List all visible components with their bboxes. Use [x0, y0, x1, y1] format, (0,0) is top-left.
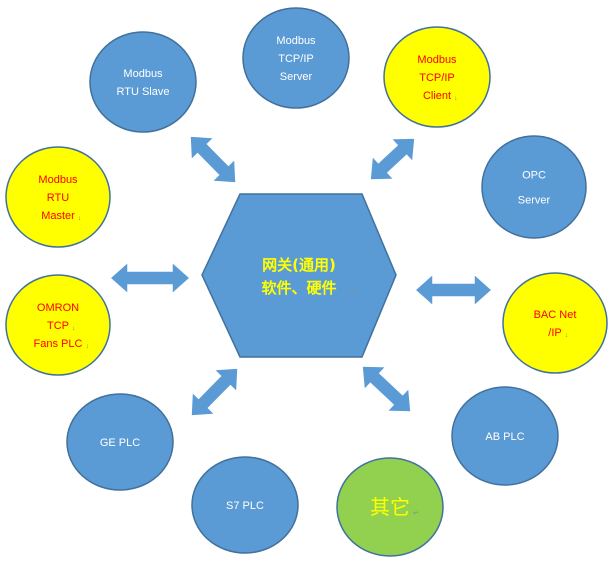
node-label-line: TCP/IP	[278, 53, 313, 65]
node-label-line: Modbus	[38, 174, 78, 186]
arrow-left	[108, 260, 192, 296]
gateway-subtitle: 软件、硬件	[261, 279, 336, 297]
node-circle	[502, 272, 608, 374]
node-circle	[5, 146, 111, 248]
node-circle	[451, 386, 559, 486]
node-label-line: Modbus	[417, 54, 457, 66]
node-opc-server: OPC Server	[481, 135, 587, 239]
node-bacnet-ip: BAC Net/IP ↓	[502, 272, 608, 374]
node-label-line: Master	[41, 210, 75, 222]
node-other: 其它↵	[336, 457, 444, 557]
node-ge-plc: GE PLC	[66, 393, 174, 491]
node-label-line: S7 PLC	[226, 500, 264, 512]
node-circle	[66, 393, 174, 491]
node-label-line: Server	[518, 195, 551, 207]
paragraph-mark: ↓	[72, 325, 76, 332]
node-label-line: OMRON	[37, 302, 79, 314]
node-label-line: AB PLC	[485, 431, 524, 443]
paragraph-mark: ↓	[85, 343, 89, 350]
paragraph-mark: ↓	[78, 215, 82, 222]
gateway-title: 网关(通用)	[262, 256, 336, 274]
arrow-right	[413, 272, 494, 308]
paragraph-mark: ↵	[413, 510, 419, 517]
paragraph-mark: ↓	[454, 95, 458, 102]
gateway-hexagon	[201, 193, 397, 358]
node-label-line: BAC Net	[534, 309, 577, 321]
paragraph-mark: ↵	[350, 289, 356, 296]
node-label-line: GE PLC	[100, 437, 140, 449]
node-ab-plc: AB PLC	[451, 386, 559, 486]
arrow-rtu-slave	[189, 135, 237, 184]
node-circle	[191, 456, 299, 554]
node-label-line: Client	[423, 90, 451, 102]
node-label-line: RTU	[47, 192, 69, 204]
node-label-line: Modbus	[276, 35, 316, 47]
node-label-line: /IP	[548, 327, 561, 339]
arrow-ab-plc	[361, 365, 412, 413]
node-circle	[5, 274, 111, 376]
node-label-line: RTU Slave	[117, 86, 170, 98]
node-label-line: Modbus	[123, 68, 163, 80]
node-label-line: TCP/IP	[419, 72, 454, 84]
arrow-tcp-client	[369, 137, 416, 181]
arrow-ge-plc	[190, 367, 239, 417]
node-label-line: TCP	[47, 320, 69, 332]
node-circle	[89, 31, 197, 133]
node-circle	[242, 7, 350, 109]
node-circle	[383, 26, 491, 128]
node-label-line: Fans PLC	[34, 338, 83, 350]
node-s7-plc: S7 PLC	[191, 456, 299, 554]
node-circle	[336, 457, 444, 557]
node-label-line: OPC	[522, 170, 546, 182]
paragraph-mark: ↓	[565, 332, 569, 339]
node-circle	[481, 135, 587, 239]
node-label-line: 其它	[370, 495, 410, 519]
node-label-line: Server	[280, 71, 313, 83]
